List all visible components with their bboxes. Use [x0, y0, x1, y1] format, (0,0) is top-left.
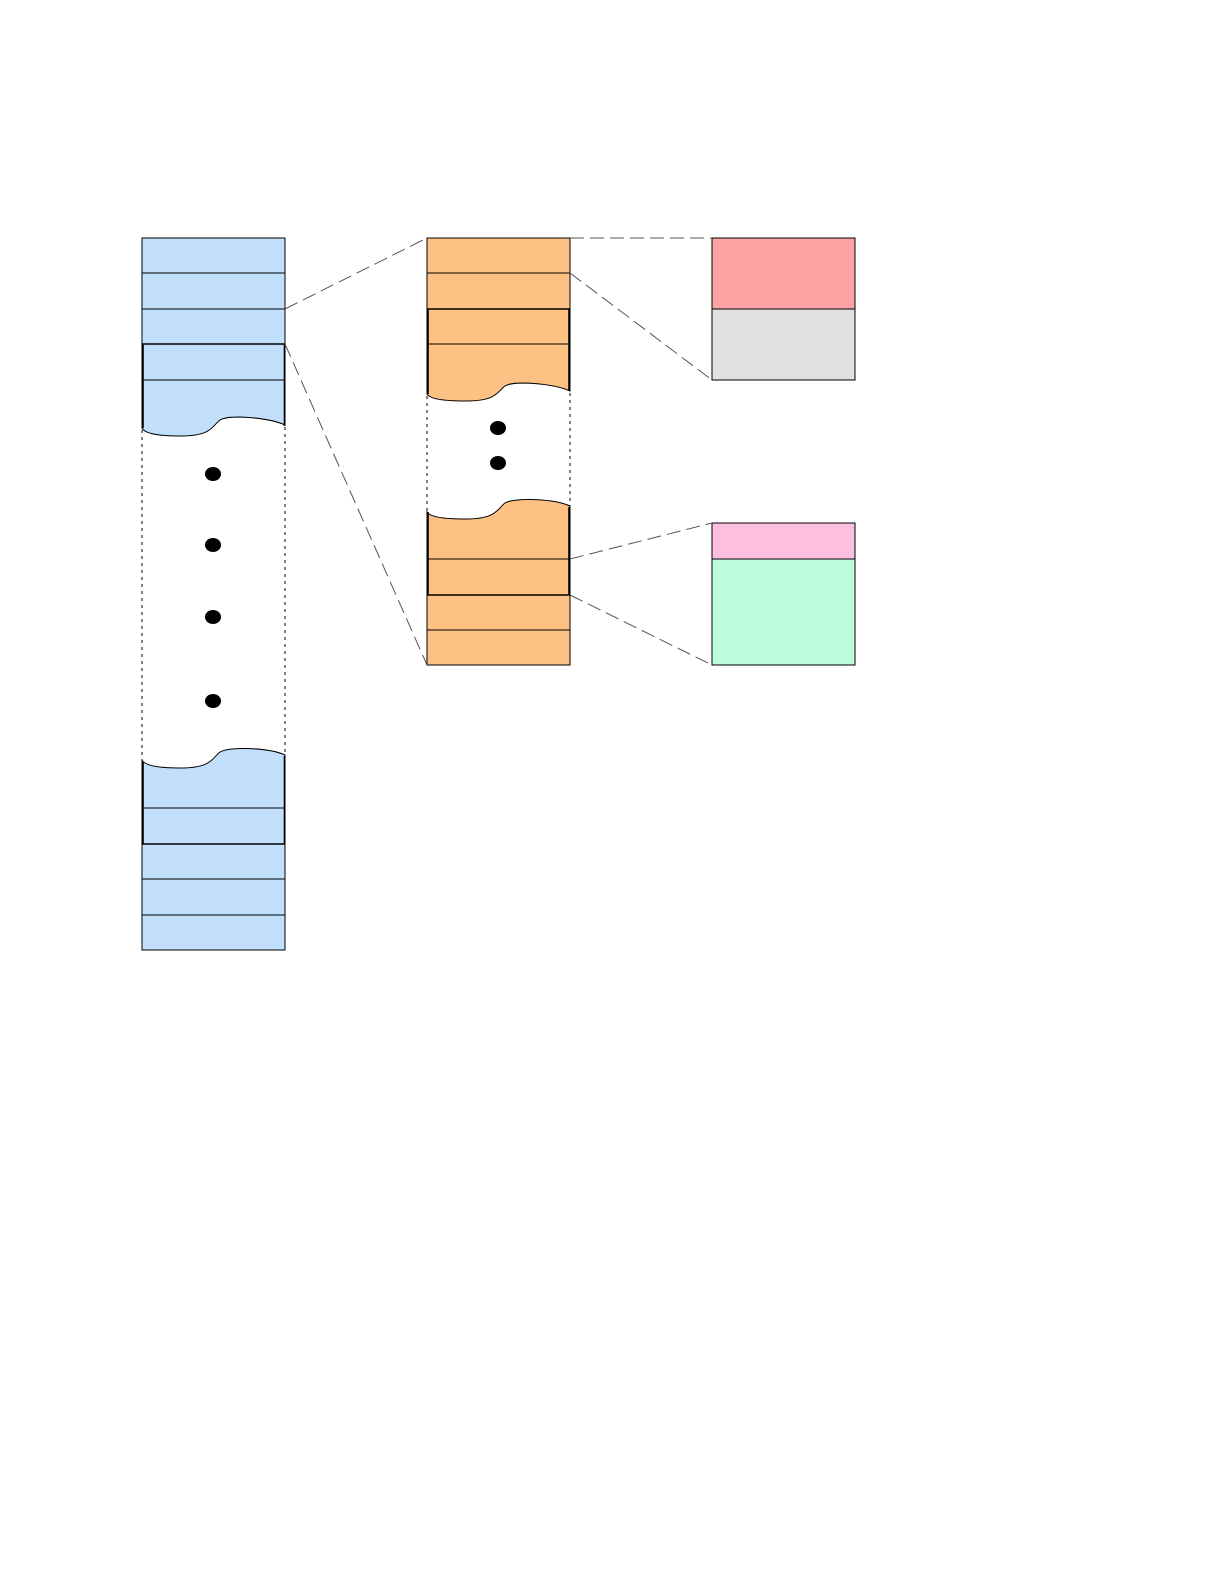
- column-a-ellipsis-dot: [205, 538, 221, 552]
- column-b: [427, 238, 570, 665]
- connector-b-to-detail-2-top: [570, 523, 712, 559]
- column-a-ellipsis-dot: [205, 694, 221, 708]
- detail-box-1: [712, 238, 855, 380]
- column-a-top-block: [142, 238, 285, 436]
- column-a-ellipsis-dot: [205, 610, 221, 624]
- column-b-ellipsis-dot: [490, 421, 506, 435]
- column-b-top-block: [427, 238, 570, 401]
- detail-box-2-top-section: [712, 523, 855, 559]
- detail-box-2-bottom-section: [712, 559, 855, 665]
- column-a-ellipsis-dot: [205, 467, 221, 481]
- column-b-ellipsis-dot: [490, 456, 506, 470]
- connector-a-to-b-bottom: [285, 344, 427, 665]
- connector-b-to-detail-2-bottom: [570, 595, 712, 665]
- column-a: [142, 238, 285, 950]
- detail-box-2: [712, 523, 855, 665]
- detail-box-1-bottom-section: [712, 309, 855, 380]
- connector-a-to-b-top: [285, 238, 427, 309]
- detail-box-1-top-section: [712, 238, 855, 309]
- column-b-bottom-block: [427, 499, 570, 665]
- connector-b-to-detail-1-bottom: [570, 273, 712, 380]
- column-a-bottom-block: [142, 748, 285, 950]
